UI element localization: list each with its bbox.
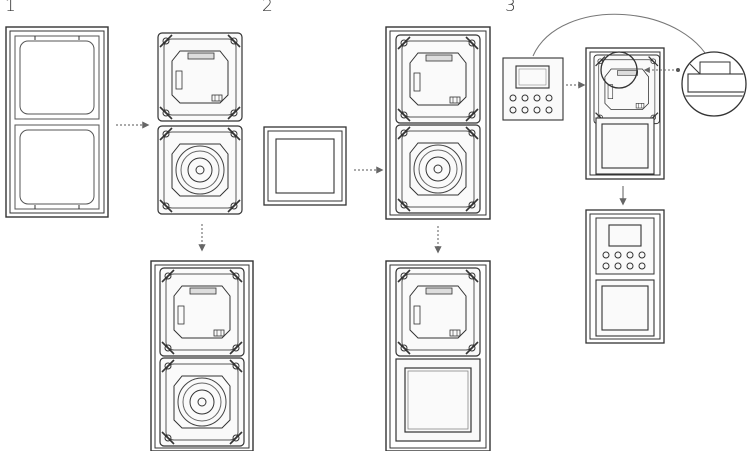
loose-knob-insert bbox=[158, 126, 242, 214]
final-blank-cover bbox=[596, 280, 654, 336]
empty-double-frame bbox=[6, 27, 108, 217]
frame2b-display-insert bbox=[396, 268, 480, 356]
loose-display-insert bbox=[158, 33, 242, 121]
assembled-knob-insert-step1 bbox=[160, 358, 244, 446]
magnified-detail bbox=[680, 52, 748, 116]
frame2-display-insert bbox=[396, 35, 480, 123]
assembled-display-insert-step1 bbox=[160, 268, 244, 356]
frame2-knob-insert bbox=[396, 125, 480, 213]
frame2b-blank-cover bbox=[396, 359, 480, 441]
final-display-device bbox=[596, 218, 654, 274]
display-device bbox=[503, 58, 563, 120]
single-frame-cover bbox=[264, 127, 346, 205]
frame3-display-insert bbox=[594, 55, 660, 124]
frame3-blank-cover bbox=[596, 118, 654, 174]
